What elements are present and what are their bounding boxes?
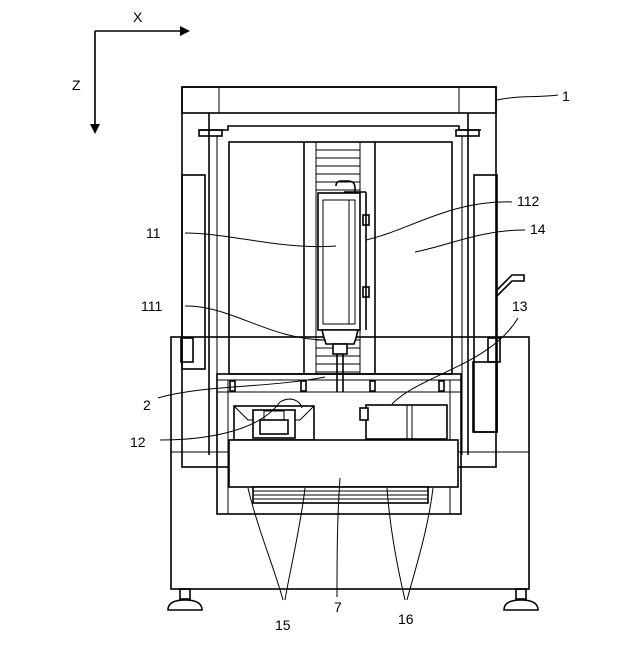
spindle-head — [322, 330, 358, 392]
x-arrowhead — [180, 26, 190, 36]
leader-14 — [415, 230, 525, 252]
foot-right-stem — [516, 589, 526, 599]
label-1: 1 — [562, 88, 570, 104]
label-12: 12 — [130, 434, 146, 450]
table-body — [229, 440, 458, 487]
reference-numerals: 1 11 112 14 111 13 2 12 7 15 16 — [130, 88, 570, 633]
sensor — [360, 405, 447, 439]
leader-111 — [185, 306, 326, 340]
holder-clamp — [260, 420, 288, 434]
foot-left-stem — [180, 589, 190, 599]
clamp-marker-1 — [230, 381, 235, 391]
frame-inner-top — [199, 126, 481, 130]
coordinate-axes: X Z — [72, 9, 190, 134]
leader-16a — [387, 488, 405, 600]
spindle-unit — [318, 181, 369, 330]
label-15: 15 — [275, 617, 291, 633]
leader-13 — [392, 318, 518, 404]
tool-holder — [333, 344, 347, 354]
z-axis-label: Z — [72, 77, 81, 93]
label-11: 11 — [146, 225, 161, 241]
handle-lever — [497, 275, 524, 296]
leader-1 — [497, 95, 558, 100]
feet — [168, 589, 538, 610]
leader-16b — [407, 488, 433, 600]
table — [229, 440, 458, 503]
frame-left-cap — [199, 130, 222, 136]
workpiece-holder — [234, 406, 314, 440]
leader-15b — [285, 488, 305, 600]
label-13: 13 — [512, 298, 528, 314]
z-arrowhead — [90, 124, 100, 134]
spindle-housing — [318, 193, 360, 330]
frame-top-beam — [182, 87, 496, 113]
leader-112 — [366, 202, 512, 240]
clamp-marker-2 — [301, 381, 306, 391]
label-16: 16 — [398, 611, 414, 627]
leader-15a — [248, 488, 283, 600]
label-111: 111 — [141, 298, 162, 314]
label-112: 112 — [517, 193, 540, 209]
sensor-probe — [360, 408, 368, 420]
foot-left — [168, 600, 202, 610]
x-axis-label: X — [133, 9, 143, 25]
clamp-marker-3 — [370, 381, 375, 391]
spindle-nose — [322, 330, 358, 344]
label-7: 7 — [334, 599, 342, 615]
leader-11 — [185, 233, 336, 247]
right-lower-cover — [473, 362, 497, 432]
label-2: 2 — [143, 397, 151, 413]
foot-right — [504, 600, 538, 610]
clamp-marker-4 — [439, 381, 444, 391]
label-14: 14 — [530, 221, 546, 237]
handle — [497, 275, 524, 296]
right-side-cover — [474, 175, 497, 432]
